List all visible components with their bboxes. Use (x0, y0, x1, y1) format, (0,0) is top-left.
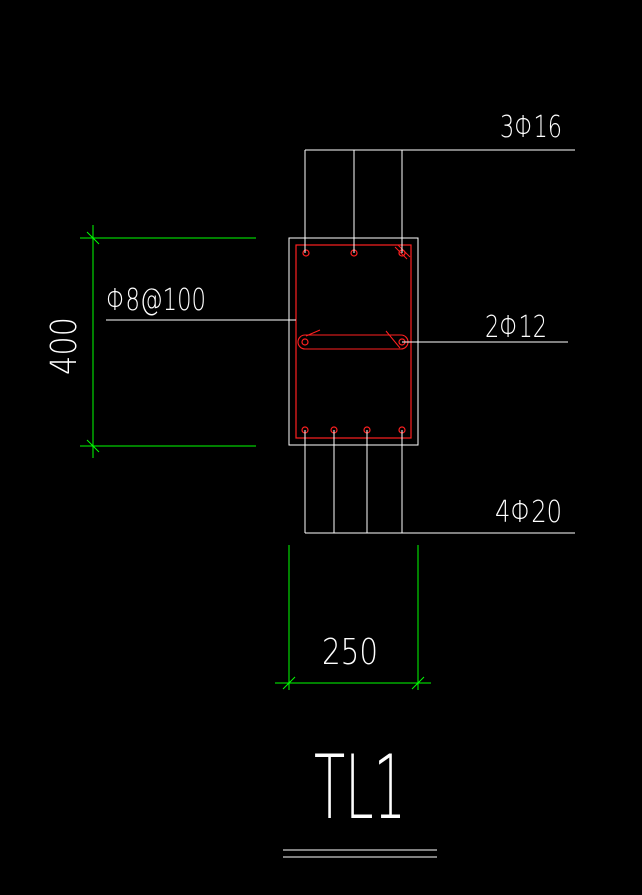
tie-hook (305, 329, 321, 337)
height-dimension-label: 400 (44, 317, 85, 375)
stirrup (295, 244, 412, 439)
top-rebar (302, 249, 310, 257)
height-dim-tick (86, 439, 100, 453)
drawing-title: TL1 (314, 736, 406, 839)
waist-bars-label: 2Φ12 (485, 310, 547, 345)
stirrup-hook (394, 246, 408, 260)
tie-hook (385, 330, 401, 349)
top-bars-label: 3Φ16 (500, 110, 562, 145)
waist-rebar (301, 338, 309, 346)
height-dim-tick (86, 231, 100, 245)
bottom-bars-label: 4Φ20 (495, 495, 562, 530)
width-dim-tick (282, 676, 296, 690)
waist-tie-bar (297, 334, 409, 350)
width-dimension-label: 250 (322, 632, 378, 673)
width-dim-tick (411, 676, 425, 690)
stirrup-label: Φ8@100 (106, 283, 206, 318)
